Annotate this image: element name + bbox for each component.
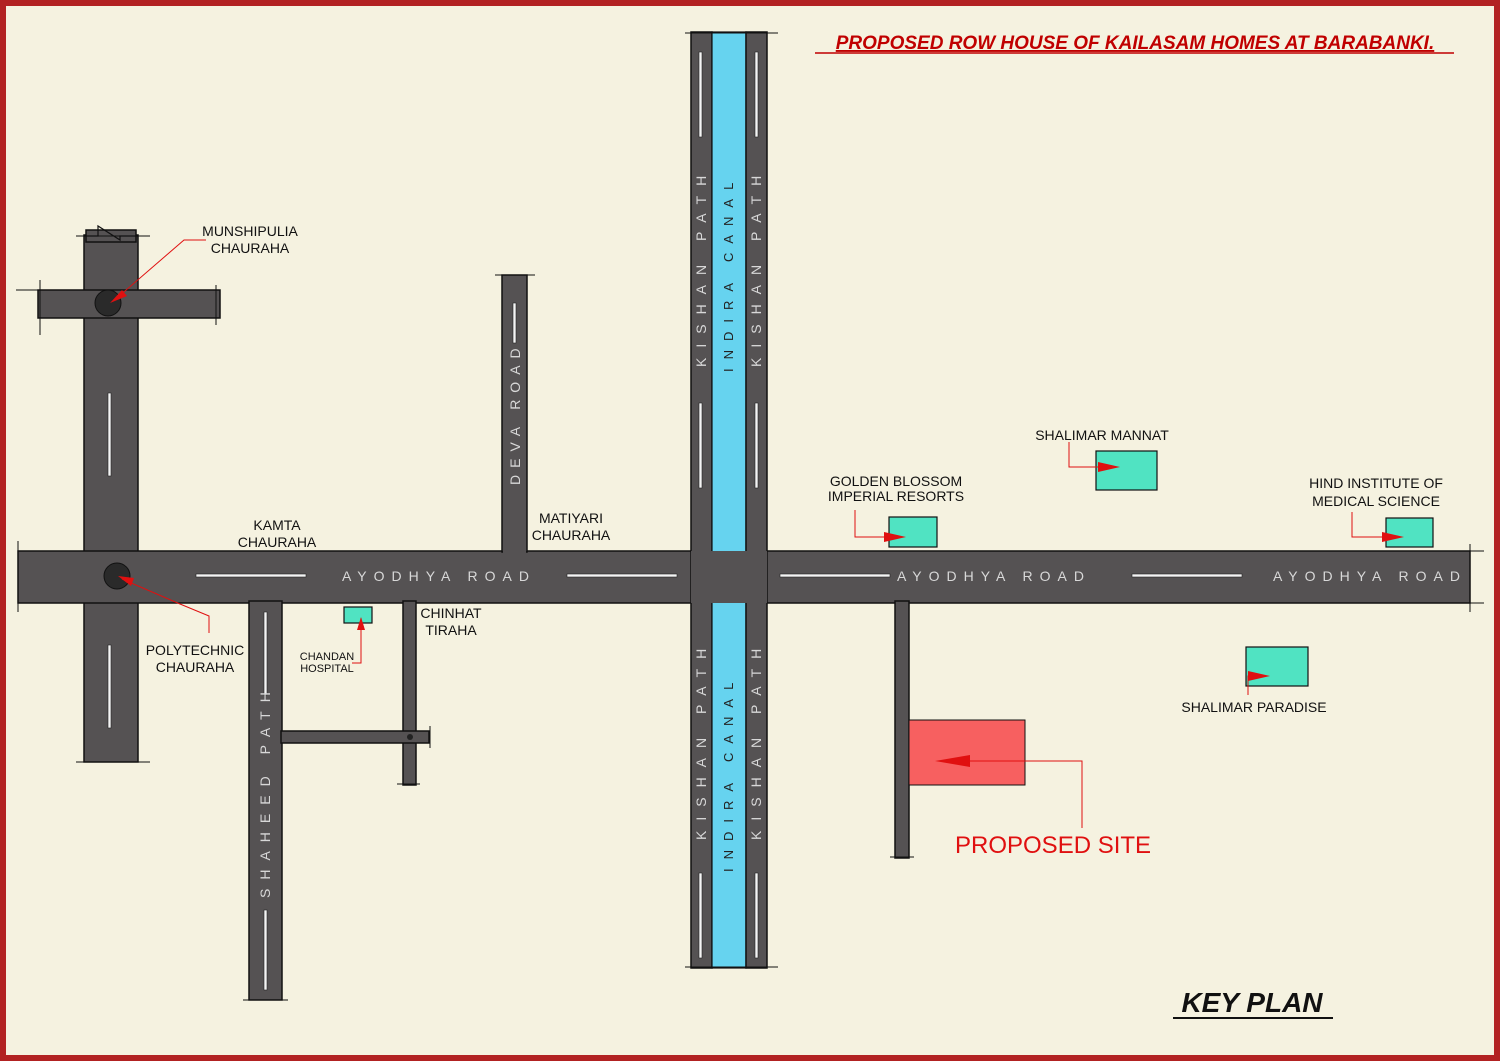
lane-marking <box>107 644 112 729</box>
shalimar-mannat-label: SHALIMAR MANNAT <box>1035 427 1169 443</box>
chinhat-road <box>402 600 417 786</box>
hind-institute-marker <box>1385 517 1434 548</box>
arrow-icon <box>1382 532 1404 542</box>
leader-line <box>117 239 206 298</box>
lane-marking <box>107 392 112 477</box>
proposed-site-plot <box>908 719 1026 786</box>
chinhat-label: CHINHAT <box>420 605 482 621</box>
munshipulia-roundabout <box>94 289 122 317</box>
shalimar-paradise-marker <box>1245 646 1309 687</box>
hind-institute-label: MEDICAL SCIENCE <box>1312 493 1440 509</box>
site-access-road <box>894 600 910 859</box>
kishan-path-label: KISHAN PATH <box>748 639 764 840</box>
indira-canal-label: INDIRA CANAL <box>721 674 736 872</box>
chinhat-label: TIRAHA <box>425 622 477 638</box>
shaheed-path-label: SHAHEED PATH <box>257 683 273 898</box>
lane-marking <box>698 872 703 959</box>
ayodhya-road-label: AYODHYA ROAD <box>1273 568 1467 584</box>
kamta-label: KAMTA <box>253 517 301 533</box>
road-join <box>503 545 526 555</box>
golden-blossom-label: IMPERIAL RESORTS <box>828 488 964 504</box>
site-arrow-icon <box>935 755 970 767</box>
lane-marking <box>512 302 517 344</box>
chandan-label: HOSPITAL <box>300 663 354 675</box>
polytechnic-label: CHAURAHA <box>156 659 235 675</box>
polytechnic-label: POLYTECHNIC <box>146 642 245 658</box>
arrow-icon <box>357 617 365 630</box>
shalimar-mannat-marker <box>1095 450 1158 491</box>
arrow-icon <box>884 532 906 542</box>
lane-marking <box>566 573 678 578</box>
kishan-path-label: KISHAN PATH <box>693 639 709 840</box>
chandan-hospital-marker <box>343 606 373 624</box>
lane-marking <box>754 872 759 959</box>
leader-line <box>1351 512 1386 538</box>
lane-marking <box>754 51 759 138</box>
lane-marking <box>263 611 268 696</box>
proposed-site-label: PROPOSED SITE <box>955 832 1151 859</box>
arrow-icon <box>1248 671 1270 681</box>
polytechnic-roundabout <box>103 562 131 590</box>
ayodhya-road-label: AYODHYA ROAD <box>342 568 536 584</box>
matiyari-label: MATIYARI <box>539 510 603 526</box>
kamta-label: CHAURAHA <box>238 534 317 550</box>
golden-blossom-marker <box>888 516 938 548</box>
connector-road <box>280 730 430 744</box>
lane-marking <box>195 573 307 578</box>
lane-marking <box>698 402 703 489</box>
leader-line <box>121 578 210 633</box>
munshipulia-label: MUNSHIPULIA <box>202 223 298 239</box>
lane-marking <box>263 909 268 991</box>
lane-marking <box>698 51 703 138</box>
munshipulia-label: CHAURAHA <box>211 240 290 256</box>
chandan-label: CHANDAN <box>300 651 354 663</box>
hind-institute-label: HIND INSTITUTE OF <box>1309 475 1443 491</box>
kishan-path-label: KISHAN PATH <box>748 166 764 367</box>
key-plan-title: KEY PLAN <box>1181 987 1323 1018</box>
junction-dot <box>407 734 413 740</box>
golden-blossom-label: GOLDEN BLOSSOM <box>830 473 962 489</box>
matiyari-label: CHAURAHA <box>532 527 611 543</box>
lane-marking <box>754 402 759 489</box>
deva-road-label: DEVA ROAD <box>507 341 523 485</box>
shalimar-paradise-label: SHALIMAR PARADISE <box>1181 699 1326 715</box>
site-leader-line <box>960 760 1083 828</box>
leader-line <box>854 510 890 538</box>
leader-line <box>352 618 362 664</box>
arrow-icon <box>118 576 134 586</box>
munshipulia-cross-road <box>37 289 221 319</box>
arrow-icon <box>1098 462 1120 472</box>
kishan-path-east <box>745 31 768 969</box>
canal-crossing <box>691 551 767 603</box>
arrow-icon <box>110 290 127 303</box>
map-title: PROPOSED ROW HOUSE OF KAILASAM HOMES AT … <box>836 33 1435 54</box>
ayodhya-road-label: AYODHYA ROAD <box>897 568 1091 584</box>
kishan-path-label: KISHAN PATH <box>693 166 709 367</box>
lane-marking <box>1131 573 1243 578</box>
leader-line <box>1068 442 1100 468</box>
lane-marking <box>779 573 891 578</box>
indira-canal-label: INDIRA CANAL <box>721 174 736 372</box>
